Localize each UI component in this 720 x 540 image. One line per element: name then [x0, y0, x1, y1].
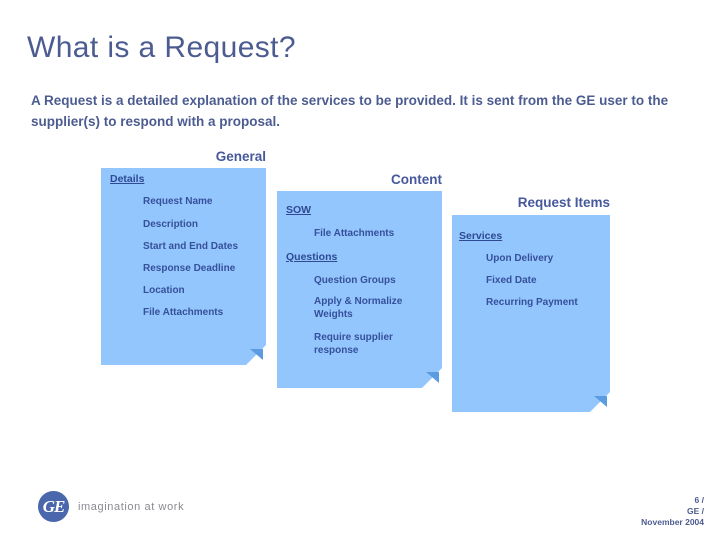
- ge-monogram-icon: GE: [38, 491, 69, 522]
- list-item: Require supplier response: [314, 332, 393, 356]
- list-item: Description: [143, 219, 199, 230]
- footer-date: November 2004: [641, 517, 704, 527]
- page-title: What is a Request?: [27, 31, 296, 64]
- section-header-sow[interactable]: SOW: [286, 204, 312, 216]
- list-item: Response Deadline: [143, 263, 236, 274]
- list-item: Apply & Normalize Weights: [314, 296, 403, 320]
- panel-general: [101, 168, 266, 365]
- panel-content-heading: Content: [391, 172, 442, 187]
- footer-slide-number: 6 /: [694, 495, 704, 505]
- page-fold-corner-icon: [590, 392, 610, 412]
- panel-request-items: [452, 215, 610, 412]
- panel-request-items-heading: Request Items: [517, 195, 610, 210]
- footer-company: GE /: [686, 506, 704, 516]
- list-item: Recurring Payment: [486, 297, 578, 308]
- list-item: File Attachments: [143, 307, 224, 318]
- list-item: Question Groups: [314, 275, 396, 286]
- ge-tagline: imagination at work: [78, 500, 185, 513]
- slide-footer-meta: 6 / GE / November 2004: [641, 495, 704, 528]
- list-item: Fixed Date: [486, 275, 537, 286]
- section-header-services[interactable]: Services: [459, 230, 503, 242]
- section-header-details[interactable]: Details: [110, 173, 145, 185]
- page-fold-corner-icon: [422, 368, 442, 388]
- page-fold-corner-icon: [246, 345, 266, 365]
- list-item: Request Name: [143, 196, 213, 207]
- list-item: Start and End Dates: [143, 241, 239, 252]
- slide-description: A Request is a detailed explanation of t…: [31, 93, 669, 129]
- list-item: Upon Delivery: [486, 253, 554, 264]
- list-item: Location: [143, 285, 185, 296]
- ge-logo: GE imagination at work: [38, 491, 184, 522]
- panel-content: [277, 191, 442, 388]
- panel-general-heading: General: [215, 149, 266, 164]
- section-header-questions[interactable]: Questions: [286, 251, 338, 263]
- list-item: File Attachments: [314, 228, 395, 239]
